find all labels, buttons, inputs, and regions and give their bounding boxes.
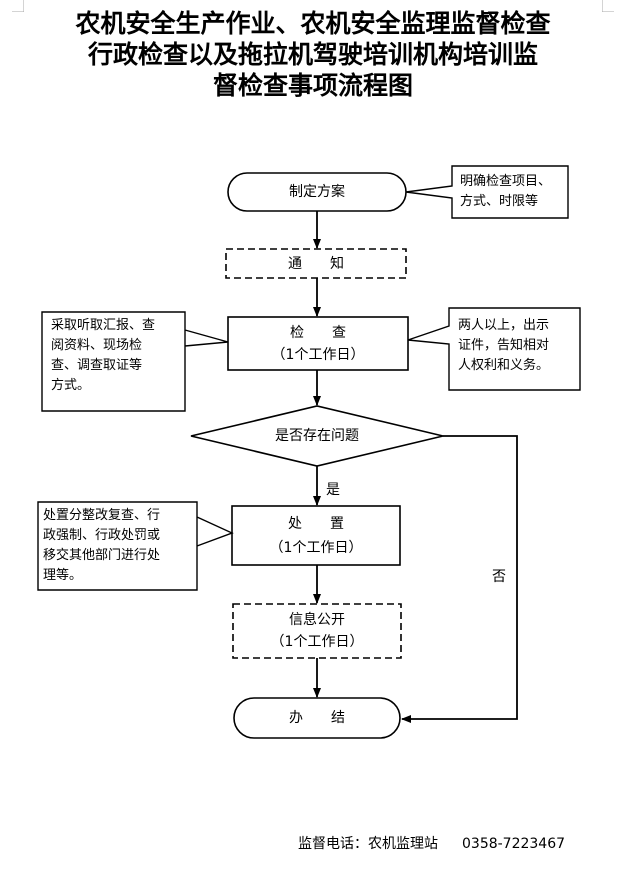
title-line-3: 督检查事项流程图 [212, 71, 413, 100]
handle-node [231, 505, 401, 566]
decision-label: 是否存在问题 [275, 428, 359, 444]
note-inspect-left: 采取听取汇报、查 阅资料、现场检 查、调查取证等 方式。 [51, 316, 155, 396]
handle-label: 处 置 [288, 516, 344, 532]
footer: 监督电话：农机监理站 0358-7223467 [298, 833, 589, 853]
note-inspect-right-line: 证件，告知相对 [458, 338, 550, 353]
note-inspect-right-line: 两人以上，出示 [458, 318, 550, 333]
page-title: 农机安全生产作业、农机安全监理监督检查 行政检查以及拖拉机驾驶培训机构培训监 督… [0, 8, 626, 101]
note-inspect-right-callout [407, 307, 581, 391]
note-handle: 处置分整改复查、行 政强制、行政处罚或 移交其他部门进行处 理等。 [43, 506, 160, 586]
handle-days-label: （1个工作日） [269, 540, 363, 556]
note-handle-callout [37, 501, 234, 591]
arrow-decision-no [401, 435, 518, 723]
footer-hotline: 监督电话：农机监理站 [298, 836, 438, 852]
title-line-1: 农机安全生产作业、农机安全监理监督检查 [75, 9, 551, 38]
inspect-days-label: （1个工作日） [271, 347, 365, 363]
note-inspect-right: 两人以上，出示 证件，告知相对 人权利和义务。 [458, 316, 549, 376]
finish-node [233, 697, 401, 739]
edge-yes-label: 是 [326, 482, 340, 498]
note-inspect-left-line: 查、调查取证等 [51, 358, 143, 373]
note-inspect-left-callout [41, 311, 229, 412]
footer-phone: 0358-7223467 [462, 836, 566, 852]
finish-label: 办 结 [289, 710, 345, 726]
publish-node [232, 603, 402, 659]
note-inspect-left-line: 方式。 [51, 378, 91, 393]
notify-node [225, 248, 407, 279]
plan-label: 制定方案 [289, 184, 345, 200]
inspect-node [227, 316, 409, 371]
note-handle-line: 移交其他部门进行处 [43, 548, 161, 563]
note-handle-line: 处置分整改复查、行 [43, 508, 161, 523]
edge-no-label: 否 [492, 569, 506, 585]
note-plan-callout [405, 165, 569, 219]
note-plan-line: 方式、时限等 [460, 194, 539, 209]
note-handle-line: 政强制、行政处罚或 [43, 528, 161, 543]
publish-label: 信息公开 [289, 612, 345, 628]
notify-label: 通 知 [288, 256, 344, 272]
note-handle-line: 理等。 [43, 568, 83, 583]
note-inspect-left-line: 采取听取汇报、查 [51, 318, 156, 333]
publish-days-label: （1个工作日） [270, 634, 364, 650]
note-inspect-left-line: 阅资料、现场检 [51, 338, 143, 353]
note-inspect-right-line: 人权利和义务。 [458, 358, 550, 373]
note-plan-line: 明确检查项目、 [460, 174, 552, 189]
inspect-label: 检 查 [290, 325, 346, 341]
note-plan: 明确检查项目、 方式、时限等 [460, 172, 551, 212]
title-line-2: 行政检查以及拖拉机驾驶培训机构培训监 [87, 40, 538, 69]
